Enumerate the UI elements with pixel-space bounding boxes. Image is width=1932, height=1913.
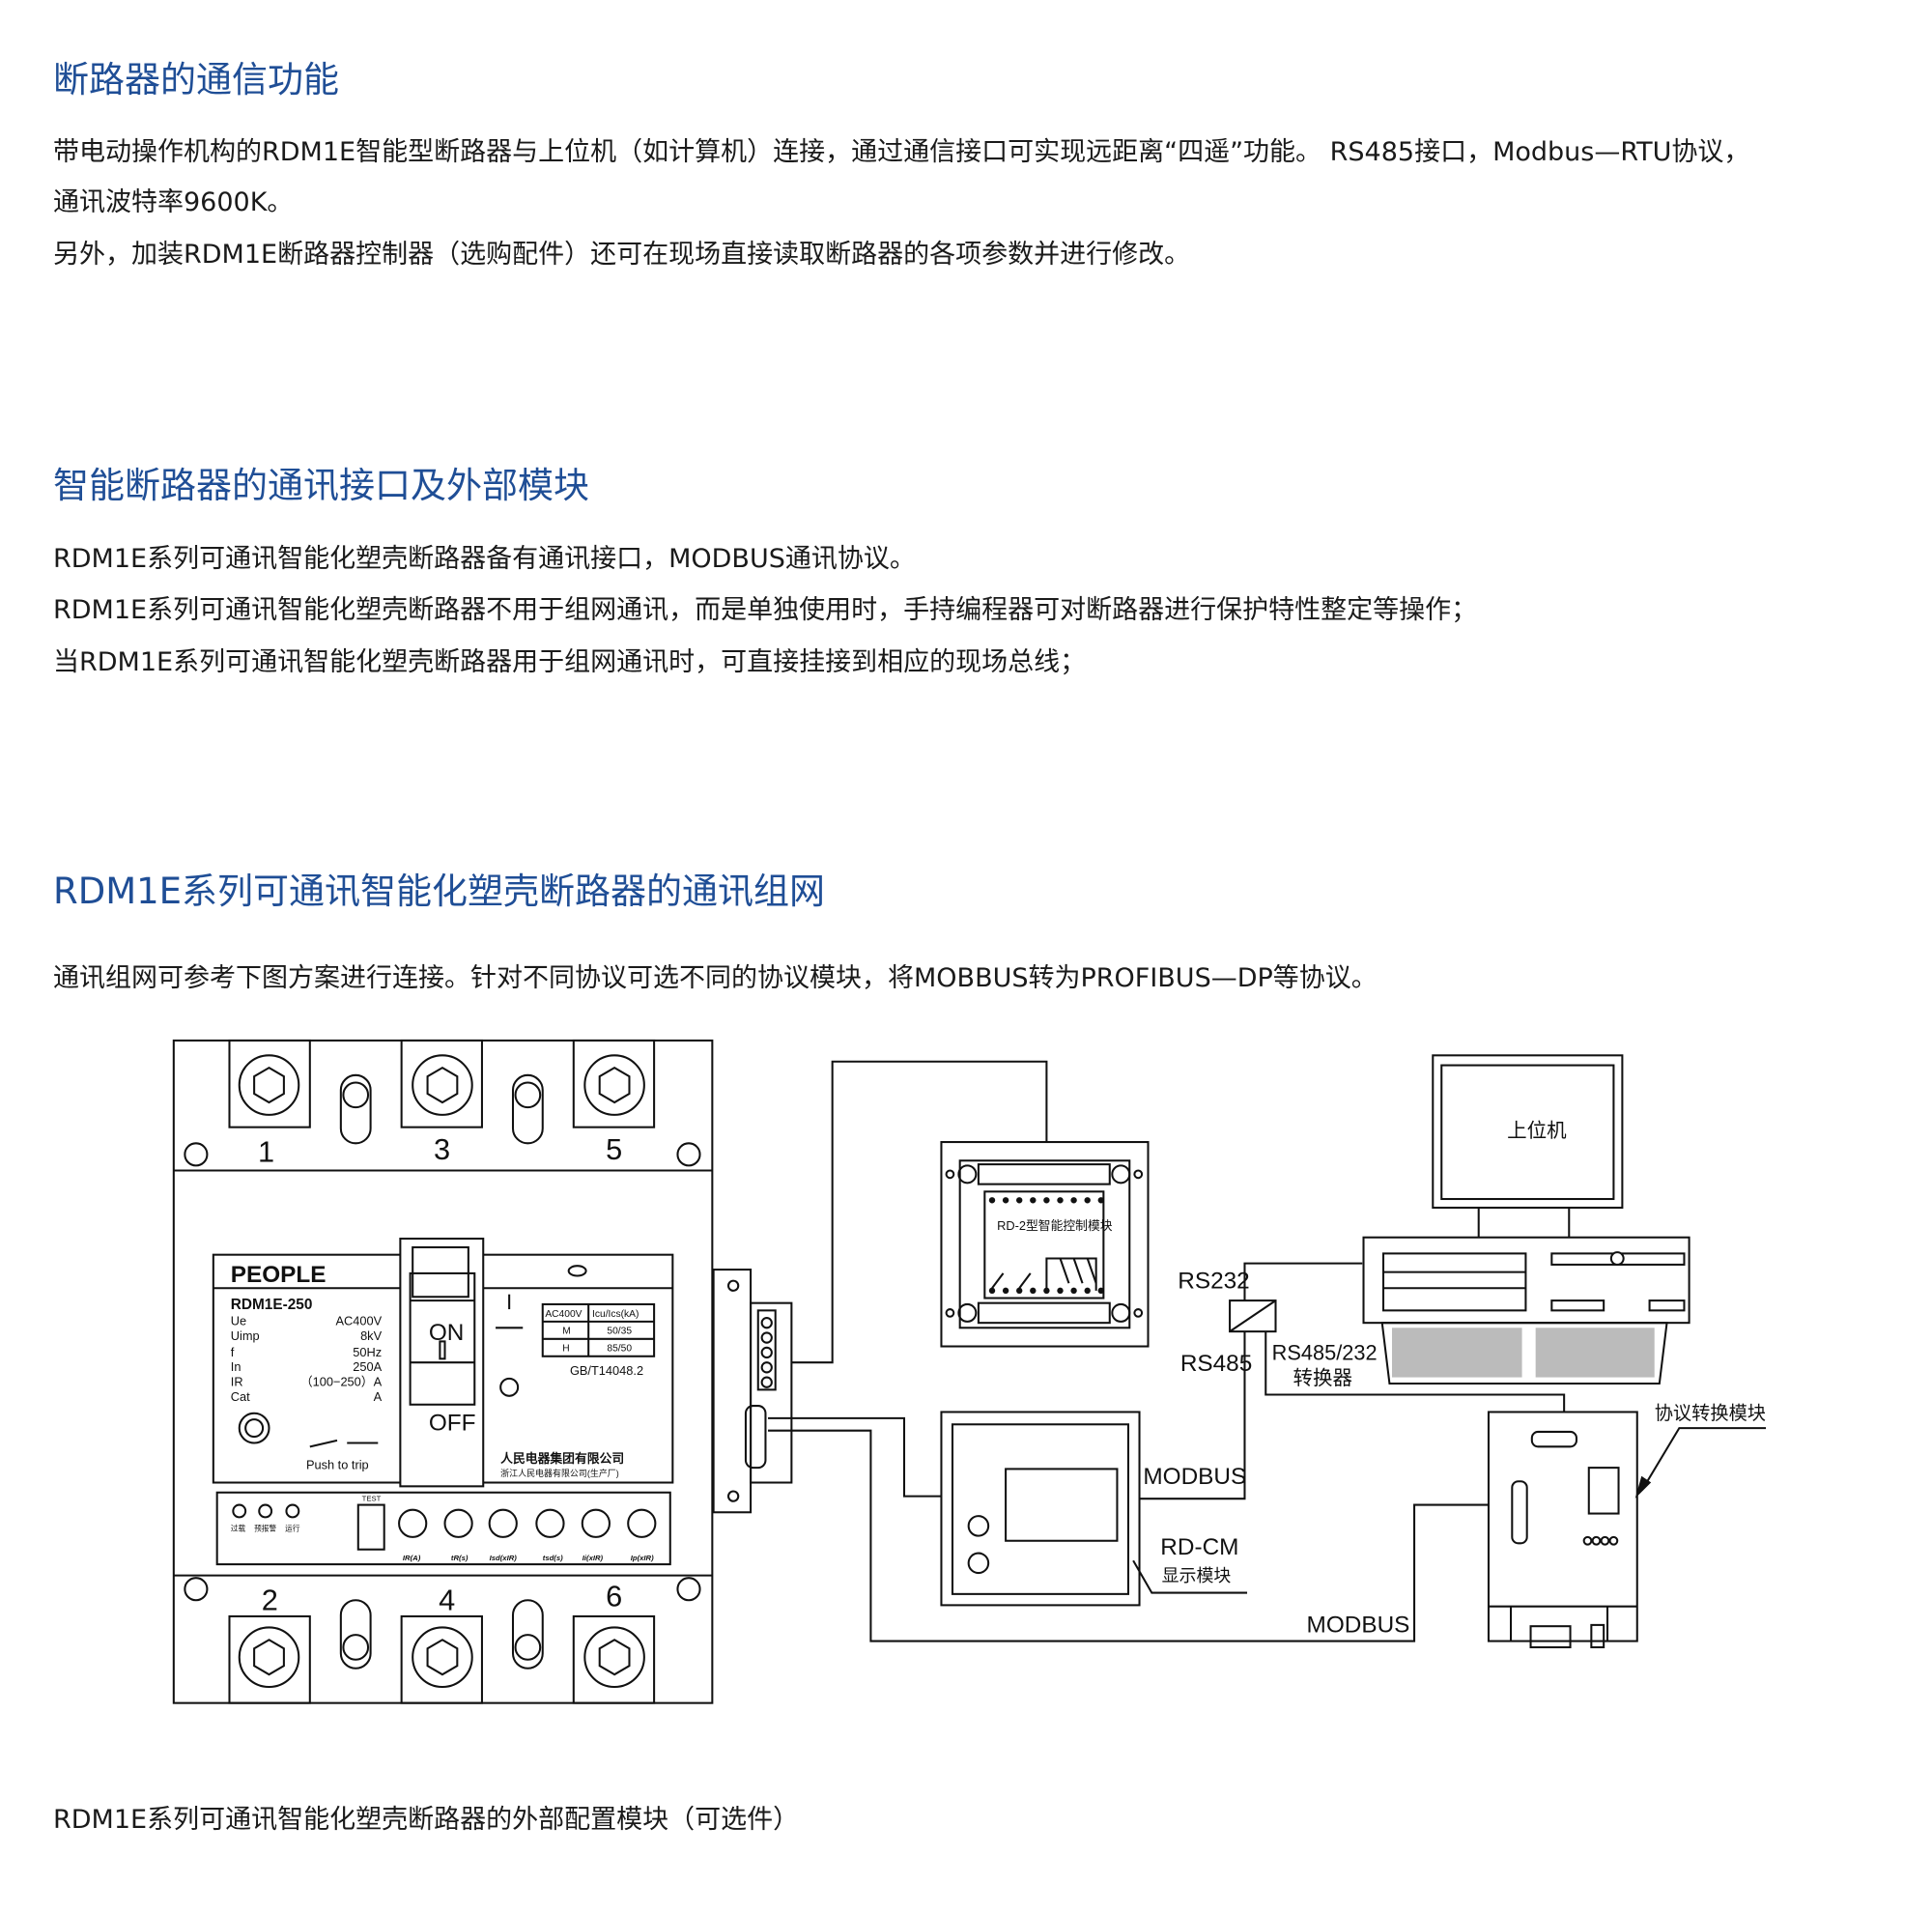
paragraph-line: 带电动操作机构的RDM1E智能型断路器与上位机（如计算机）连接，通过通信接口可实…	[53, 137, 1750, 167]
company-sub-label: 浙江人民电器有限公司(生产厂)	[500, 1468, 619, 1478]
protocol-module-label: 协议转换模块	[1655, 1403, 1766, 1424]
spec-key: f	[231, 1345, 235, 1359]
test-label: TEST	[362, 1495, 382, 1503]
table-cell: 50/35	[607, 1327, 632, 1337]
rdcm-display-module	[940, 1411, 1248, 1607]
paragraph-line: RDM1E系列可通讯智能化塑壳断路器不用于组网通讯，而是单独使用时，手持编程器可…	[53, 595, 1478, 625]
section-title-communication: 断路器的通信功能	[53, 59, 339, 100]
network-diagram: 1 3 5 2 4 6 PEOPLE RDM1E-250 Ue AC400V Ui…	[172, 1039, 1767, 1704]
table-cell: 85/50	[607, 1344, 632, 1355]
protocol-conversion-module	[1487, 1411, 1767, 1648]
breaker-comm-connector	[712, 1269, 793, 1514]
rs485-label: RS485	[1180, 1351, 1252, 1377]
push-to-trip-label: Push to trip	[306, 1457, 369, 1471]
rs232-label: RS232	[1178, 1268, 1249, 1294]
spec-value: A	[374, 1389, 383, 1404]
dial-label: tR(s)	[451, 1554, 469, 1562]
modbus-label: MODBUS	[1143, 1464, 1246, 1490]
terminal-label: 2	[262, 1584, 278, 1617]
dial-label: IR(A)	[403, 1554, 421, 1562]
spec-key: In	[231, 1359, 242, 1374]
terminal-label: 6	[606, 1580, 622, 1613]
model-label: RDM1E-250	[231, 1297, 313, 1313]
section-title-network: RDM1E系列可通讯智能化塑壳断路器的通讯组网	[53, 871, 826, 912]
toggle-switch[interactable]: ON OFF	[399, 1237, 485, 1488]
spec-key: IR	[231, 1375, 243, 1389]
spec-value: 8kV	[360, 1328, 383, 1343]
paragraph-line: 通讯组网可参考下图方案进行连接。针对不同协议可选不同的协议模块，将MOBBUS转…	[53, 963, 1378, 993]
off-label: OFF	[429, 1411, 476, 1437]
host-computer: 上位机	[1362, 1054, 1690, 1385]
spec-value: 50Hz	[353, 1345, 382, 1359]
terminal-label: 4	[439, 1584, 455, 1617]
dial-label: Ip(xIR)	[631, 1554, 654, 1562]
paragraph-line: 通讯波特率9600K。	[53, 187, 294, 217]
dial-knob[interactable]	[398, 1508, 657, 1538]
paragraph-line: 另外，加装RDM1E断路器控制器（选购配件）还可在现场直接读取断路器的各项参数并…	[53, 240, 1191, 270]
trip-unit-panel: 过载 预报警 运行 TEST IR(A) tR(s) Isd(xIR) tsd(…	[215, 1491, 671, 1566]
company-label: 人民电器集团有限公司	[500, 1451, 624, 1466]
spec-key: Cat	[231, 1389, 250, 1404]
connection-lines	[768, 1060, 1566, 1642]
indicator-label: 运行	[285, 1523, 300, 1532]
spec-value: （100−250）A	[300, 1375, 383, 1389]
terminal-label: 1	[258, 1135, 274, 1169]
rd2-control-module: RD-2型智能控制模块	[940, 1141, 1150, 1348]
circuit-breaker: 1 3 5 2 4 6 PEOPLE RDM1E-250 Ue AC400V Ui…	[172, 1039, 793, 1704]
brand-logo: PEOPLE	[231, 1262, 327, 1288]
table-cell: M	[562, 1327, 571, 1337]
terminal-bottom	[228, 1599, 656, 1704]
rdcm-label: RD-CM	[1160, 1534, 1238, 1560]
computer-label: 上位机	[1507, 1120, 1567, 1142]
spec-value: AC400V	[335, 1314, 382, 1328]
rdcm-sub-label: 显示模块	[1162, 1566, 1232, 1585]
standard-label: GB/T14048.2	[570, 1363, 643, 1378]
converter-sub-label: 转换器	[1293, 1367, 1352, 1389]
modbus-label: MODBUS	[1307, 1613, 1410, 1639]
spec-key: Uimp	[231, 1328, 260, 1343]
dial-label: Ii(xIR)	[582, 1554, 604, 1562]
indicator-label: 过载	[231, 1523, 246, 1532]
paragraph-line: RDM1E系列可通讯智能化塑壳断路器备有通讯接口，MODBUS通讯协议。	[53, 544, 916, 574]
rating-table: AC400V Icu/Ics(kA) M 50/35 H 85/50 GB/T1404…	[500, 1302, 656, 1478]
spec-value: 250A	[353, 1359, 382, 1374]
terminal-top	[228, 1039, 656, 1145]
section-title-interface: 智能断路器的通讯接口及外部模块	[53, 465, 589, 506]
converter-label: RS485/232	[1272, 1341, 1378, 1365]
rs485-232-converter	[1229, 1299, 1277, 1333]
rd2-label: RD-2型智能控制模块	[997, 1218, 1113, 1233]
terminal-label: 5	[606, 1132, 622, 1166]
indicator-label: 预报警	[254, 1523, 276, 1532]
table-cell: Icu/Ics(kA)	[592, 1309, 639, 1320]
terminal-label: 3	[434, 1132, 450, 1166]
spec-key: Ue	[231, 1314, 246, 1328]
dial-label: tsd(s)	[543, 1554, 563, 1562]
on-label: ON	[429, 1320, 465, 1346]
figure-caption: RDM1E系列可通讯智能化塑壳断路器的外部配置模块（可选件）	[53, 1805, 800, 1835]
table-cell: H	[562, 1344, 569, 1355]
dial-label: Isd(xIR)	[490, 1554, 518, 1562]
table-cell: AC400V	[545, 1309, 582, 1320]
paragraph-line: 当RDM1E系列可通讯智能化塑壳断路器用于组网通讯时，可直接挂接到相应的现场总线…	[53, 647, 1087, 677]
screw-icon	[184, 1142, 701, 1602]
